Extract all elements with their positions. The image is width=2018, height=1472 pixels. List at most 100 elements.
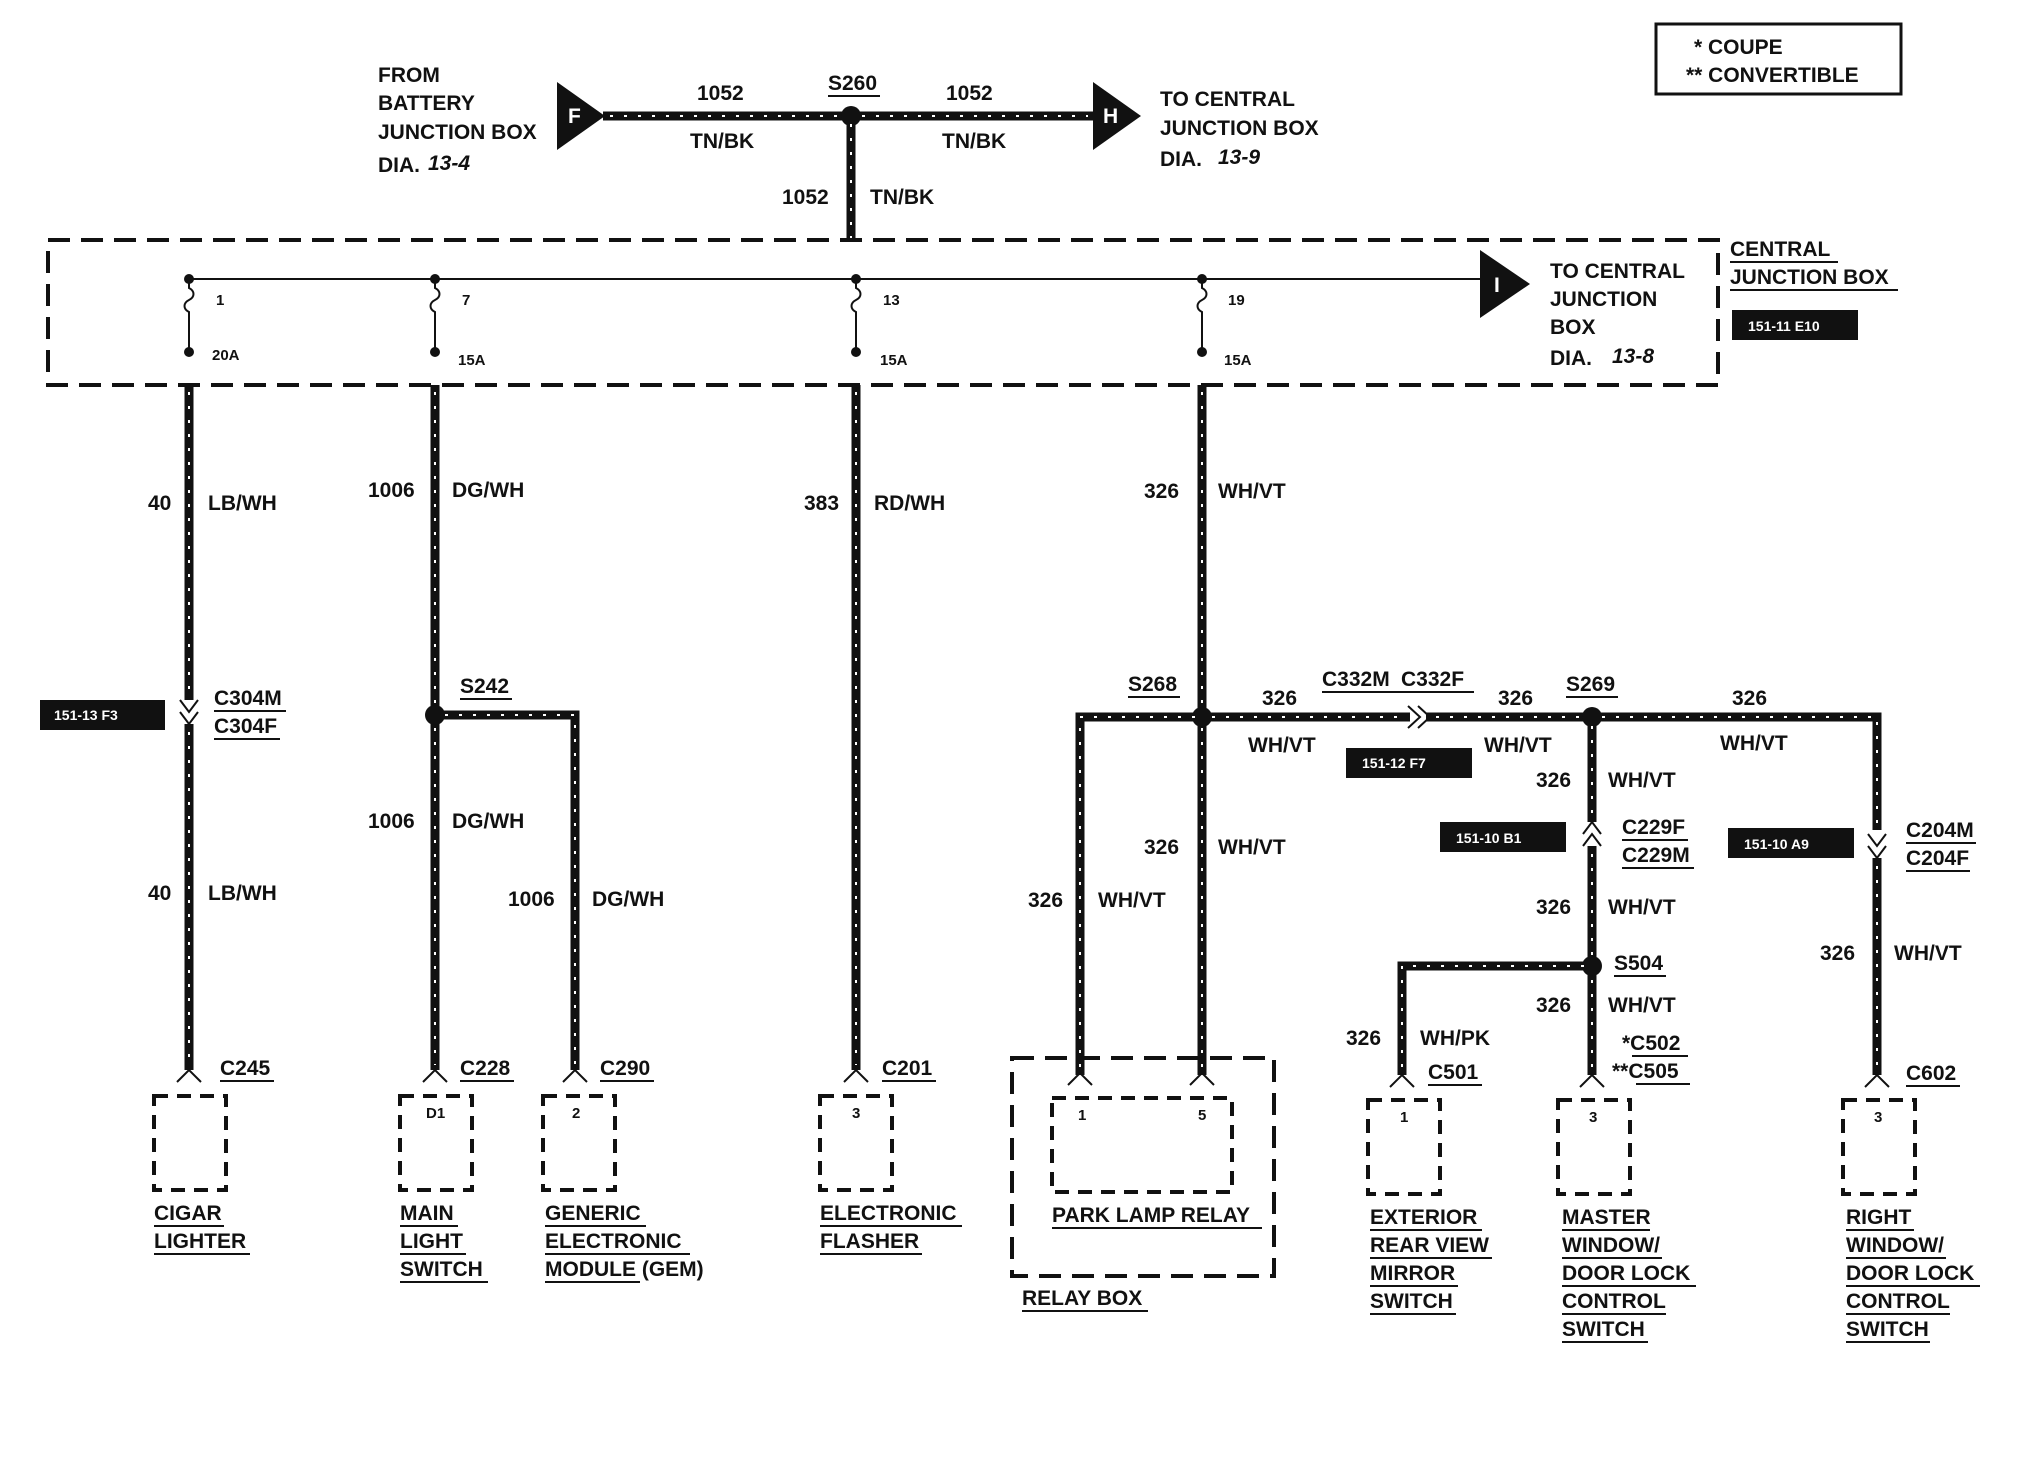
seg2-circuit: 326 [1498, 687, 1533, 710]
seg2-color: WH/VT [1484, 734, 1552, 757]
c304f-label: C304F [214, 715, 277, 738]
master-circuit: 326 [1536, 994, 1571, 1017]
switch-color-top: DG/WH [452, 479, 524, 502]
mirror-switch-label-1: EXTERIOR [1370, 1206, 1477, 1229]
splice-s269: S269 [1566, 673, 1615, 696]
park-color-mid: WH/VT [1218, 836, 1286, 859]
right-switch-label-4: CONTROL [1846, 1290, 1950, 1313]
connector-h-arrow [1093, 82, 1141, 150]
cjb-ref-tag [1732, 310, 1858, 340]
switch-circuit-bot: 1006 [368, 810, 415, 833]
fuse-7-symbol [429, 279, 441, 352]
c204-ref-tag-text: 151-10 A9 [1744, 836, 1809, 852]
c228-connector-symbol [422, 1068, 448, 1083]
c290-pin: 2 [572, 1105, 580, 1122]
main-light-switch-label-1: MAIN [400, 1202, 454, 1225]
c501-label: C501 [1428, 1061, 1479, 1084]
seg1-circuit: 326 [1262, 687, 1297, 710]
park-lamp-relay-label: PARK LAMP RELAY [1052, 1204, 1250, 1227]
c204f-label: C204F [1906, 847, 1969, 870]
mirror-switch-component [1366, 1098, 1442, 1196]
c332m-label: C332M [1322, 668, 1390, 691]
gem-label-2: ELECTRONIC [545, 1230, 682, 1253]
c304m-label: C304M [214, 687, 282, 710]
master-switch-label-5: SWITCH [1562, 1318, 1645, 1341]
right-switch-label-1: RIGHT [1846, 1206, 1912, 1229]
c228-label: C228 [460, 1057, 511, 1080]
gem-label-3: MODULE (GEM) [545, 1258, 704, 1281]
central-dest: H TO CENTRAL JUNCTION BOX DIA. 13-9 [1093, 82, 1319, 171]
feed-right-color: TN/BK [942, 130, 1006, 153]
c201-connector-symbol [843, 1068, 869, 1083]
connector-h-letter: H [1103, 105, 1118, 128]
cjb-to-line3: BOX [1550, 316, 1596, 339]
central-dest-line2: JUNCTION BOX [1160, 117, 1319, 140]
right-switch-label-2: WINDOW/ [1846, 1234, 1944, 1257]
seg3-circuit: 326 [1732, 687, 1767, 710]
c229-ref-tag [1440, 822, 1566, 852]
c245-connector-symbol [176, 1068, 202, 1083]
lighter-color-top: LB/WH [208, 492, 277, 515]
splice-s504: S504 [1614, 952, 1663, 975]
park-color-left: WH/VT [1098, 889, 1166, 912]
fuse-1: 1 20A [183, 274, 240, 364]
c501-connector-symbol [1389, 1073, 1415, 1088]
master-switch-label-3: DOOR LOCK [1562, 1262, 1690, 1285]
switch-circuit-top: 1006 [368, 479, 415, 502]
feed-down-color: TN/BK [870, 186, 934, 209]
lighter-circuit-bot: 40 [148, 882, 171, 905]
c502-connector-symbol [1579, 1073, 1605, 1088]
battery-source-line1: FROM [378, 64, 440, 87]
c332-ref-tag-text: 151-12 F7 [1362, 755, 1426, 771]
feed-right-circuit: 1052 [946, 82, 993, 105]
mirror-switch-label-4: SWITCH [1370, 1290, 1453, 1313]
fuse-19-symbol [1196, 279, 1208, 352]
c204-ref-tag [1728, 828, 1854, 858]
lighter-circuit-top: 40 [148, 492, 171, 515]
c229-ref-tag-text: 151-10 B1 [1456, 830, 1522, 846]
s504-circuit: 326 [1536, 896, 1571, 919]
s269-down-circuit: 326 [1536, 769, 1571, 792]
fuse-1-rating: 20A [212, 347, 240, 364]
branch-park-lamp: 326 WH/VT S268 326 WH/VT 326 WH/VT 1 5 P… [1010, 385, 1286, 1312]
c245-label: C245 [220, 1057, 271, 1080]
main-light-switch-label-2: LIGHT [400, 1230, 463, 1253]
central-dest-dia-ref: 13-9 [1218, 146, 1260, 169]
gem-circuit: 1006 [508, 888, 555, 911]
flasher-color: RD/WH [874, 492, 945, 515]
splice-s242: S242 [460, 675, 509, 698]
s269-down-color: WH/VT [1608, 769, 1676, 792]
seg1-color: WH/VT [1248, 734, 1316, 757]
switch-color-bot: DG/WH [452, 810, 524, 833]
right-window-switch-component [1841, 1098, 1917, 1196]
flasher-label-1: ELECTRONIC [820, 1202, 957, 1225]
legend-box [1654, 22, 1903, 96]
fuse-1-symbol [183, 279, 195, 352]
battery-dia-ref: 13-4 [428, 152, 470, 175]
master-switch-label-2: WINDOW/ [1562, 1234, 1660, 1257]
battery-source-line3: JUNCTION BOX [378, 121, 537, 144]
right-switch-label-3: DOOR LOCK [1846, 1262, 1974, 1285]
gem-label-1: GENERIC [545, 1202, 641, 1225]
c502-label: *C502 [1622, 1032, 1680, 1055]
c332-ref-tag [1346, 748, 1472, 778]
relay-box-outline [1010, 1056, 1276, 1278]
cjb-title-line2: JUNCTION BOX [1730, 266, 1889, 289]
branch-gem: 1006 DG/WH C290 2 GENERIC ELECTRONIC MOD… [435, 710, 704, 1283]
fuse-13: 13 15A [850, 274, 908, 369]
c602-label: C602 [1906, 1062, 1956, 1085]
battery-dia-label: DIA. [378, 154, 420, 177]
cjb-ref-tag-text: 151-11 E10 [1748, 318, 1820, 334]
park-color-top: WH/VT [1218, 480, 1286, 503]
park-circuit-left: 326 [1028, 889, 1063, 912]
mirror-switch-label-2: REAR VIEW [1370, 1234, 1489, 1257]
seg3-color: WH/VT [1720, 732, 1788, 755]
flasher-circuit: 383 [804, 492, 839, 515]
battery-source-line2: BATTERY [378, 92, 475, 115]
park-circuit-mid: 326 [1144, 836, 1179, 859]
cjb-to-line1: TO CENTRAL [1550, 260, 1685, 283]
c229m-label: C229M [1622, 844, 1690, 867]
fuse-13-rating: 15A [880, 352, 908, 369]
flasher-label-2: FLASHER [820, 1230, 919, 1253]
